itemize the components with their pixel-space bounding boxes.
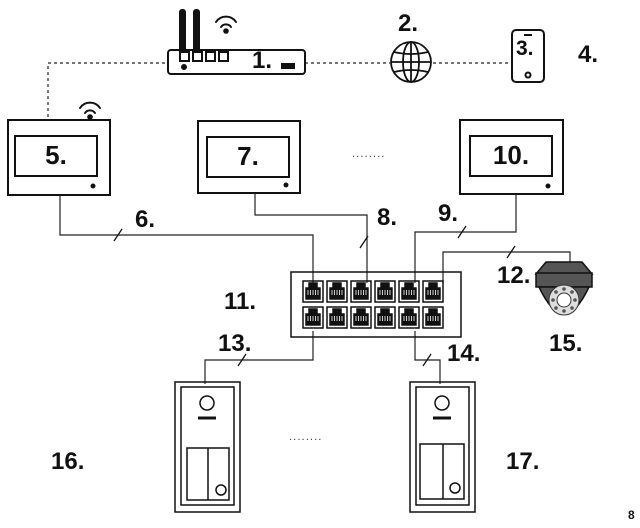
indoor-monitor-icon bbox=[7, 119, 111, 196]
label-6: 6. bbox=[135, 206, 156, 233]
rj45-port bbox=[422, 306, 444, 329]
label-8: 8. bbox=[377, 204, 398, 231]
rj45-port bbox=[302, 306, 324, 329]
cables bbox=[59, 193, 571, 384]
label-3: 3. bbox=[516, 37, 534, 60]
label-17: 17. bbox=[506, 448, 540, 475]
rj45-port bbox=[326, 306, 348, 329]
rj45-port bbox=[374, 280, 396, 303]
rj45-port bbox=[326, 280, 348, 303]
switch-ports bbox=[302, 280, 444, 329]
label-4: 4. bbox=[578, 41, 599, 68]
label-13: 13. bbox=[218, 330, 252, 357]
ellipsis-door-stations: ........ bbox=[289, 432, 323, 443]
ellipsis-monitors: ........ bbox=[352, 149, 386, 160]
label-2: 2. bbox=[398, 10, 419, 37]
label-9: 9. bbox=[438, 200, 459, 227]
router-icon bbox=[167, 9, 306, 75]
label-10: 10. bbox=[492, 140, 530, 170]
door-station-icon bbox=[174, 381, 241, 513]
rj45-port bbox=[350, 280, 372, 303]
rj45-port bbox=[350, 306, 372, 329]
dome-camera-icon bbox=[534, 261, 594, 316]
door-station-icon bbox=[409, 381, 476, 513]
network-switch-icon bbox=[290, 271, 462, 338]
dashed-links bbox=[47, 62, 510, 118]
indoor-monitor-icon bbox=[197, 120, 301, 194]
rj45-port bbox=[422, 280, 444, 303]
label-1: 1. bbox=[252, 47, 273, 74]
label-11: 11. bbox=[224, 288, 257, 315]
label-16: 16. bbox=[51, 448, 85, 475]
label-5: 5. bbox=[45, 140, 67, 170]
indoor-monitor-icon bbox=[459, 119, 564, 195]
rj45-port bbox=[374, 306, 396, 329]
label-14: 14. bbox=[447, 340, 481, 367]
smartphone-icon bbox=[511, 29, 545, 83]
label-15: 15. bbox=[549, 330, 583, 357]
cable-markers bbox=[113, 225, 516, 367]
wifi-icon bbox=[215, 15, 237, 34]
globe-icon bbox=[390, 41, 432, 83]
rj45-port bbox=[302, 280, 324, 303]
label-12: 12. bbox=[497, 262, 531, 289]
wifi-icon bbox=[79, 101, 101, 120]
page-number: 8 bbox=[628, 508, 635, 522]
rj45-port bbox=[398, 280, 420, 303]
rj45-port bbox=[398, 306, 420, 329]
label-7: 7. bbox=[237, 141, 259, 171]
